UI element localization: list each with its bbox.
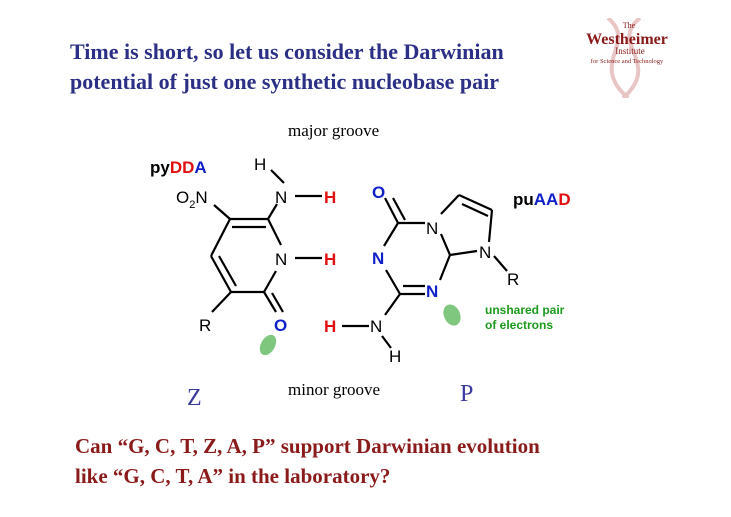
bond (210, 218, 231, 257)
atom-r: R (507, 270, 519, 289)
atom-n: N (275, 188, 287, 207)
title-line-2: potential of just one synthetic nucleoba… (70, 69, 499, 94)
atom-n: N (479, 243, 491, 262)
atom-o-blue: O (274, 316, 287, 335)
major-groove-label: major groove (288, 121, 379, 140)
bond (263, 291, 277, 313)
atom-h: H (389, 347, 401, 366)
question-line-2: like “G, C, T, A” in the laboratory? (75, 464, 391, 488)
logo-name: Westheimer (586, 31, 668, 48)
atom-o-blue: O (372, 183, 385, 202)
bond (218, 255, 237, 287)
electron-lobe-p (443, 304, 461, 326)
question-line-1: Can “G, C, T, Z, A, P” support Darwinian… (75, 434, 540, 458)
bond (385, 269, 401, 295)
puaad-label: puAAD (513, 190, 571, 209)
nitro-group: O2N (176, 188, 208, 211)
bond (271, 292, 284, 313)
bond (210, 255, 232, 293)
bond (384, 197, 399, 224)
unshared-line-1: unshared pair (485, 303, 565, 317)
logo-helix-strand-1 (606, 18, 630, 98)
atom-h: H (254, 155, 266, 174)
bond (487, 209, 494, 243)
minor-groove-label: minor groove (288, 380, 380, 399)
electron-lobe-z (259, 334, 277, 356)
bond (461, 203, 489, 217)
atom-n: N (426, 219, 438, 238)
question-text: Can “G, C, T, Z, A, P” support Darwinian… (75, 431, 675, 491)
atom-r: R (199, 316, 211, 335)
bond (381, 335, 392, 349)
logo-institute: Institute (615, 46, 645, 56)
westheimer-logo: The Westheimer Institute for Science and… (586, 18, 668, 98)
atom-n: N (275, 250, 287, 269)
logo-the: The (623, 21, 636, 30)
unshared-line-2: of electrons (485, 318, 553, 332)
bond (392, 197, 406, 221)
bond (267, 203, 278, 220)
bond (211, 291, 232, 313)
unshared-pair-note: unshared pair of electrons (485, 303, 565, 332)
title-line-1: Time is short, so let us consider the Da… (70, 39, 504, 64)
base-z-letter: Z (187, 385, 202, 411)
bond (383, 222, 399, 247)
bond (440, 194, 460, 215)
bond (458, 193, 493, 212)
slide-title: Time is short, so let us consider the Da… (70, 37, 570, 97)
bond (439, 233, 452, 256)
atom-h-red: H (324, 250, 336, 269)
bond (438, 254, 452, 281)
bond (270, 169, 285, 184)
bond (267, 218, 282, 246)
bond (449, 249, 478, 257)
bonds (210, 169, 508, 349)
pydda-label: pyDDA (150, 158, 207, 177)
atom-n-blue: N (372, 249, 384, 268)
atom-n: N (370, 317, 382, 336)
logo-tagline: for Science and Technology (591, 58, 664, 65)
bond (384, 293, 401, 316)
atom-h-red: H (324, 188, 336, 207)
atom-labels: pyDDA H O2N N H N H R O O N N N R N H N … (150, 155, 571, 366)
bond (263, 270, 277, 293)
base-letters: Z P (187, 381, 473, 411)
groove-labels: major groove minor groove (288, 121, 380, 399)
atom-n-blue: N (426, 282, 438, 301)
base-p-letter: P (460, 381, 473, 407)
logo-helix-strand-2 (621, 18, 642, 98)
atom-h-red: H (324, 317, 336, 336)
bond (493, 255, 508, 272)
bond (213, 204, 231, 220)
